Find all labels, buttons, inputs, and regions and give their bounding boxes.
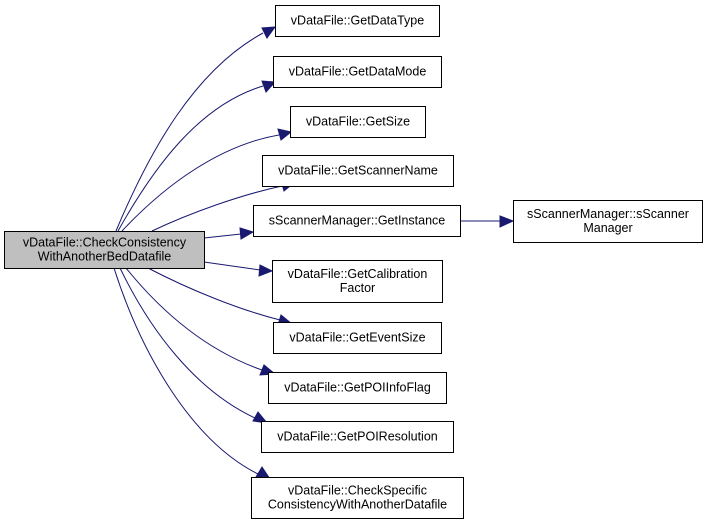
node-label: vDataFile::GetDataType: [291, 14, 424, 28]
node-label: sScannerManager::GetInstance: [269, 214, 446, 228]
arrowhead-icon: [258, 264, 274, 277]
edge-root-to-getdatatype: [115, 26, 277, 232]
edge-line: [203, 261, 261, 271]
node-box[interactable]: [4, 231, 205, 269]
node-getscannername[interactable]: vDataFile::GetScannerName: [262, 155, 454, 187]
edge-root-to-getdatamode: [117, 80, 277, 232]
node-label: vDataFile::GetScannerName: [278, 164, 438, 178]
arrowhead-icon: [261, 26, 277, 39]
edge-root-to-getpoiresolution: [119, 267, 269, 424]
node-box[interactable]: [273, 322, 442, 354]
arrowhead-icon: [499, 215, 515, 228]
node-label: Factor: [340, 281, 375, 295]
node-label: ConsistencyWithAnotherDatafile: [268, 498, 447, 512]
edge-line: [115, 32, 264, 232]
node-box[interactable]: [251, 477, 464, 519]
node-label: vDataFile::GetPOIResolution: [277, 430, 438, 444]
node-getdatamode[interactable]: vDataFile::GetDataMode: [273, 56, 442, 88]
edge-root-to-getinstance: [203, 227, 255, 240]
node-box[interactable]: [262, 155, 454, 187]
edge-line: [121, 134, 280, 232]
edge-root-to-getpoiinfoflag: [125, 267, 277, 376]
nodes: vDataFile::CheckConsistencyWithAnotherBe…: [4, 5, 703, 519]
edge-line: [203, 233, 242, 239]
edge-line: [113, 267, 259, 475]
edge-root-to-getsize: [121, 128, 293, 232]
node-box[interactable]: [273, 56, 442, 88]
node-label: vDataFile::CheckSpecific: [288, 484, 427, 498]
edge-line: [125, 267, 263, 371]
edge-line: [147, 267, 281, 321]
node-getinstance[interactable]: sScannerManager::GetInstance: [253, 205, 461, 237]
node-getpoiresolution[interactable]: vDataFile::GetPOIResolution: [261, 421, 454, 453]
node-getdatatype[interactable]: vDataFile::GetDataType: [275, 5, 440, 37]
node-label: vDataFile::GetCalibration: [288, 267, 428, 281]
node-label: sScannerManager::sScanner: [527, 207, 689, 221]
arrowhead-icon: [277, 128, 293, 141]
edge-getinstance-to-sscannermanager: [460, 215, 515, 228]
arrowhead-icon: [261, 80, 277, 93]
node-checkspecific[interactable]: vDataFile::CheckSpecificConsistencyWithA…: [251, 477, 464, 519]
node-label: WithAnotherBedDatafile: [38, 250, 171, 264]
node-sscannermanager[interactable]: sScannerManager::sScannerManager: [513, 200, 703, 243]
edge-root-to-checkspecific: [113, 267, 272, 480]
node-box[interactable]: [268, 372, 447, 404]
node-label: vDataFile::GetPOIInfoFlag: [284, 381, 431, 395]
node-getsize[interactable]: vDataFile::GetSize: [290, 106, 426, 138]
node-geteventsize[interactable]: vDataFile::GetEventSize: [273, 322, 442, 354]
edge-line: [119, 267, 256, 419]
edge-line: [117, 85, 264, 232]
node-getpoiinfoflag[interactable]: vDataFile::GetPOIInfoFlag: [268, 372, 447, 404]
edge-root-to-geteventsize: [147, 267, 294, 326]
node-box[interactable]: [261, 421, 454, 453]
node-label: vDataFile::CheckConsistency: [23, 236, 187, 250]
node-label: vDataFile::GetDataMode: [289, 65, 427, 79]
node-label: vDataFile::GetSize: [306, 115, 410, 129]
node-box[interactable]: [290, 106, 426, 138]
node-label: vDataFile::GetEventSize: [289, 331, 425, 345]
node-root[interactable]: vDataFile::CheckConsistencyWithAnotherBe…: [4, 231, 205, 269]
node-box[interactable]: [272, 260, 443, 303]
node-label: Manager: [583, 221, 632, 235]
node-box[interactable]: [513, 200, 703, 243]
node-box[interactable]: [253, 205, 461, 237]
arrowhead-icon: [252, 411, 269, 424]
arrowhead-icon: [239, 227, 255, 240]
edge-line: [151, 185, 283, 232]
edge-root-to-getcalibrationfactor: [203, 261, 274, 277]
node-box[interactable]: [275, 5, 440, 37]
